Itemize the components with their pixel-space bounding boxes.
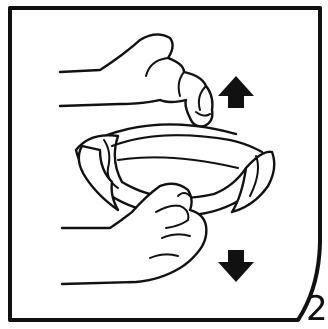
arrow-up-icon (218, 76, 254, 108)
upper-hand (60, 34, 212, 126)
bowl-lip-inner (118, 157, 238, 168)
arrow-down-icon (218, 250, 254, 282)
step-number: 2 (306, 287, 328, 329)
bowl-lip-top (112, 135, 262, 152)
